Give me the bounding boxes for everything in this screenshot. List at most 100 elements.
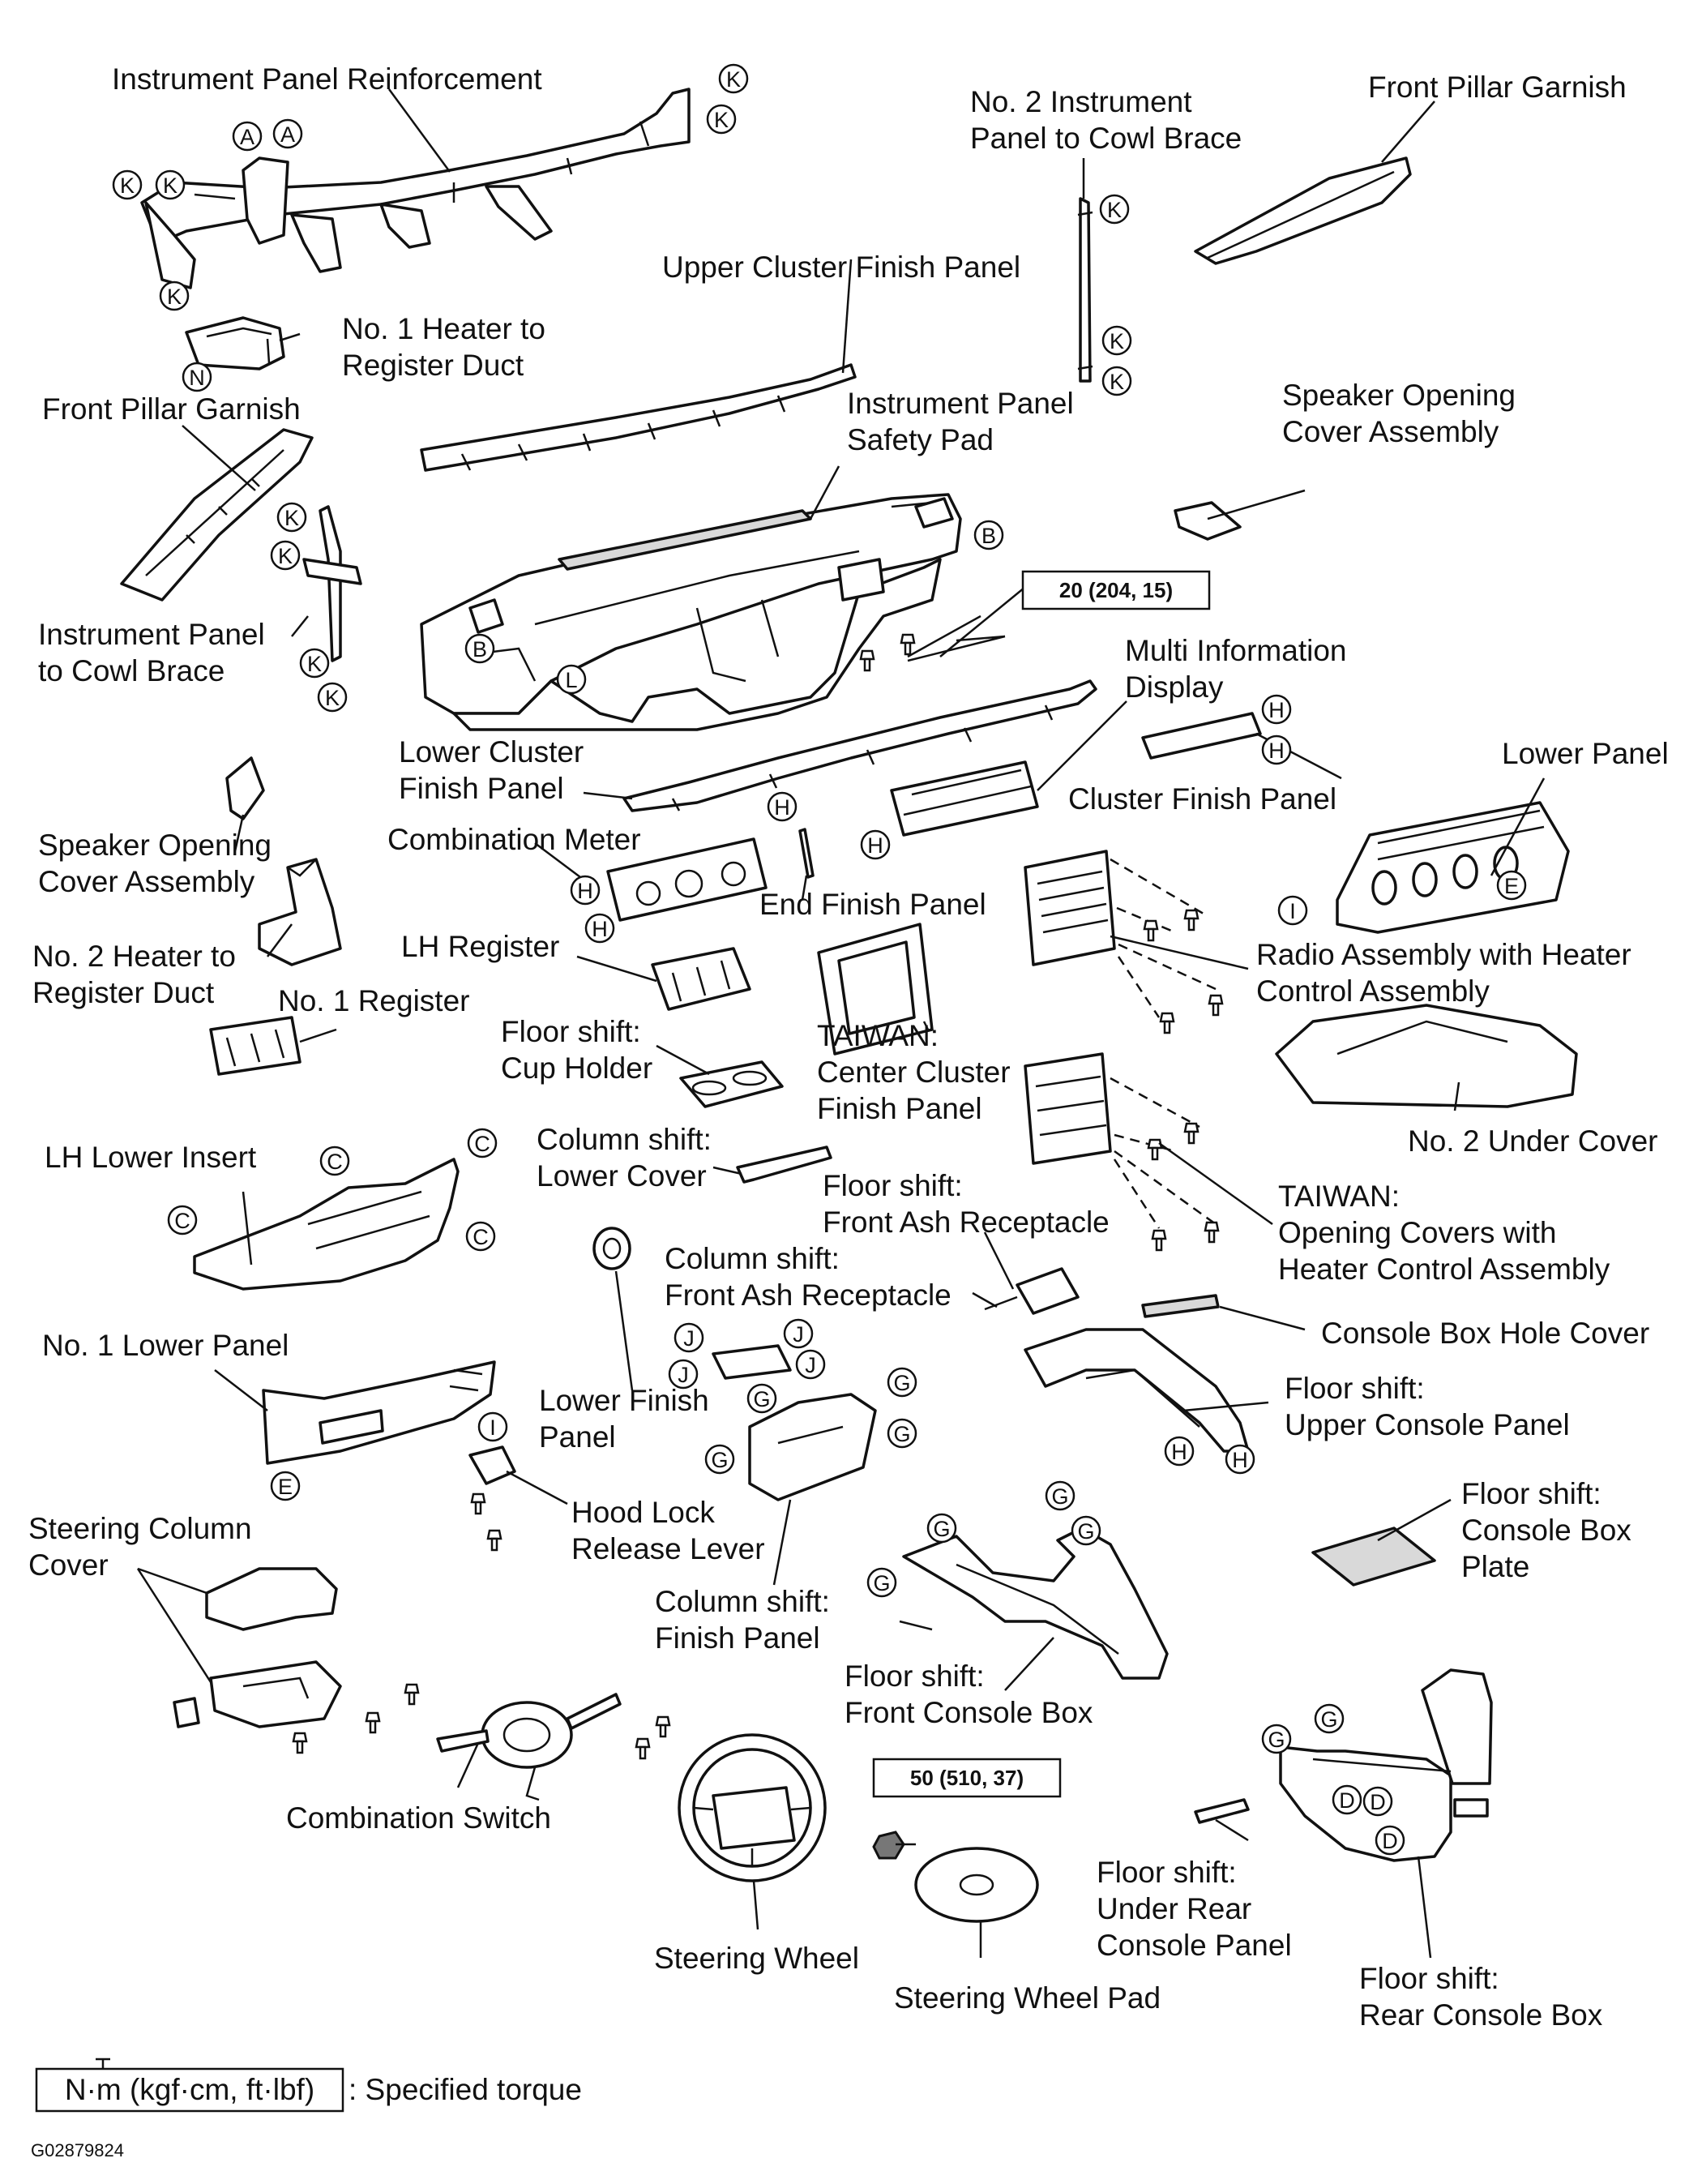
label-cup-holder-1: Floor shift: <box>501 1015 641 1048</box>
label-upper-cluster-finish-panel: Upper Cluster Finish Panel <box>662 251 1020 284</box>
clip-marker-d: D <box>1362 1786 1393 1817</box>
lower-finish-panel-part <box>592 1227 631 1270</box>
front-pillar-garnish-left-part <box>120 428 314 602</box>
label-lh-lower-insert: LH Lower Insert <box>45 1141 257 1174</box>
column-ash-receptacle-part <box>712 1344 792 1380</box>
svg-text:K: K <box>714 108 729 132</box>
svg-text:J: J <box>805 1353 816 1377</box>
clip-marker-d: D <box>1332 1784 1362 1815</box>
svg-text:D: D <box>1370 1790 1386 1814</box>
no2-under-cover-part <box>1275 1004 1578 1108</box>
legend-unit: N·m (kgf·cm, ft·lbf) <box>65 2073 314 2106</box>
label-under-rear-console-2: Under Rear <box>1097 1892 1251 1925</box>
clip-marker-j: J <box>783 1318 814 1349</box>
label-ip-cowl-brace-1: Instrument Panel <box>38 618 265 651</box>
label-front-console-box-2: Front Console Box <box>845 1696 1093 1729</box>
svg-text:G: G <box>711 1448 728 1472</box>
label-lower-finish-panel-1: Lower Finish <box>539 1384 709 1417</box>
svg-text:B: B <box>473 637 487 662</box>
figure-id: G02879824 <box>31 2140 124 2160</box>
label-lh-register: LH Register <box>401 930 559 963</box>
console-box-plate-part <box>1311 1527 1436 1587</box>
clip-marker-k: K <box>159 280 190 311</box>
under-rear-console-panel-part <box>1194 1798 1250 1824</box>
label-upper-console-2: Upper Console Panel <box>1285 1408 1570 1441</box>
clip-marker-k: K <box>276 502 307 533</box>
svg-text:D: D <box>1339 1788 1355 1813</box>
upper-console-panel-part <box>1024 1328 1250 1453</box>
clip-marker-k: K <box>1101 366 1132 396</box>
clip-marker-g: G <box>1071 1515 1101 1546</box>
clip-marker-k: K <box>112 169 143 200</box>
label-taiwan-opening-2: Opening Covers with <box>1278 1216 1556 1249</box>
svg-text:J: J <box>678 1363 689 1387</box>
svg-text:H: H <box>1268 698 1285 722</box>
label-hood-lock-1: Hood Lock <box>571 1496 715 1529</box>
svg-text:J: J <box>793 1322 804 1347</box>
svg-text:N: N <box>189 366 205 390</box>
svg-text:C: C <box>473 1225 489 1249</box>
label-no2-under-cover: No. 2 Under Cover <box>1408 1124 1657 1158</box>
clip-marker-j: J <box>674 1322 704 1353</box>
clip-marker-c: C <box>167 1205 198 1235</box>
clip-marker-h: H <box>584 913 615 944</box>
cluster-finish-panel-part <box>1141 712 1262 760</box>
label-speaker-cover-left-1: Speaker Opening <box>38 829 272 862</box>
multi-information-display-part <box>890 760 1039 837</box>
svg-text:H: H <box>1171 1440 1187 1464</box>
radio-assembly-part <box>1024 850 1224 1034</box>
svg-text:K: K <box>726 67 741 92</box>
clip-marker-g: G <box>887 1367 917 1398</box>
end-finish-panel-part <box>798 828 815 879</box>
svg-text:H: H <box>577 879 593 903</box>
label-no1-heater-duct-2: Register Duct <box>342 349 524 382</box>
cup-holder-part <box>679 1060 784 1108</box>
label-ip-cowl-brace-2: to Cowl Brace <box>38 654 225 687</box>
no1-heater-duct-part <box>185 316 285 370</box>
clip-marker-a: A <box>272 118 303 149</box>
svg-text:G: G <box>1051 1484 1068 1509</box>
label-console-plate-3: Plate <box>1461 1550 1529 1583</box>
clip-marker-c: C <box>467 1128 498 1158</box>
label-front-pillar-garnish-left: Front Pillar Garnish <box>42 392 301 426</box>
combination-switch-part <box>292 1683 671 1801</box>
label-multi-info-display-1: Multi Information <box>1125 634 1347 667</box>
clip-marker-i: I <box>477 1411 508 1442</box>
steering-wheel-nut-part <box>872 1831 905 1860</box>
label-console-plate-2: Console Box <box>1461 1514 1631 1547</box>
label-taiwan-opening-3: Heater Control Assembly <box>1278 1253 1610 1286</box>
label-steering-column-cover-2: Cover <box>28 1548 109 1582</box>
clip-marker-g: G <box>704 1444 735 1475</box>
clip-marker-g: G <box>1261 1724 1292 1754</box>
clip-marker-d: D <box>1375 1825 1405 1856</box>
clip-markers: K K K K K K K K K K K K A A N B B L H H … <box>112 63 1527 1856</box>
clip-marker-k: K <box>317 682 348 713</box>
label-front-console-box-1: Floor shift: <box>845 1659 985 1693</box>
label-under-rear-console-3: Console Panel <box>1097 1929 1292 1962</box>
svg-text:H: H <box>1232 1448 1248 1472</box>
label-floor-ash-1: Floor shift: <box>823 1169 963 1202</box>
label-ip-safety-pad-2: Safety Pad <box>847 423 994 456</box>
clip-marker-j: J <box>668 1359 699 1390</box>
clip-marker-h: H <box>1225 1444 1255 1475</box>
svg-text:A: A <box>240 125 254 149</box>
label-lower-finish-panel-2: Panel <box>539 1420 616 1454</box>
clip-marker-g: G <box>926 1513 957 1544</box>
clip-marker-g: G <box>746 1383 777 1414</box>
clip-marker-h: H <box>1261 734 1292 765</box>
svg-text:D: D <box>1382 1829 1398 1853</box>
label-steering-wheel-pad: Steering Wheel Pad <box>894 1981 1161 2015</box>
clip-marker-h: H <box>1164 1436 1195 1467</box>
label-speaker-cover-right-1: Speaker Opening <box>1282 379 1516 412</box>
label-instrument-panel-reinforcement: Instrument Panel Reinforcement <box>112 62 542 96</box>
label-col-lower-cover-2: Lower Cover <box>537 1159 707 1193</box>
svg-text:I: I <box>490 1415 496 1440</box>
label-under-rear-console-1: Floor shift: <box>1097 1856 1237 1889</box>
svg-text:H: H <box>774 795 790 820</box>
clip-marker-g: G <box>887 1418 917 1449</box>
floor-ash-receptacle-part <box>984 1267 1080 1315</box>
svg-text:K: K <box>325 686 340 710</box>
steering-wheel-pad-part <box>914 1847 1039 1923</box>
speaker-cover-left-part <box>225 756 265 820</box>
